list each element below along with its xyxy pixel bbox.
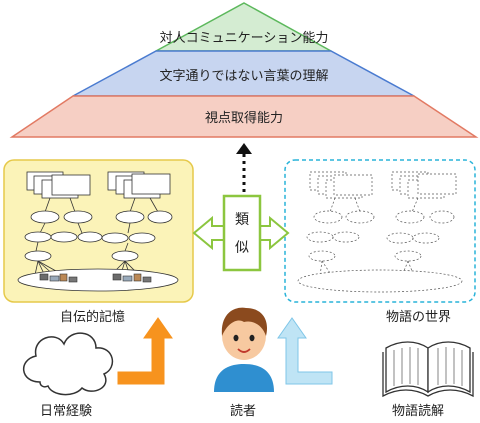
dotted-up-arrowhead [236, 143, 252, 154]
similarity-double-arrow: 類 似 [192, 194, 290, 272]
story-network-left [306, 171, 375, 277]
similarity-char-2: 似 [235, 240, 249, 256]
memory-objects [39, 273, 152, 283]
cloud-icon [23, 332, 114, 396]
memory-network-left [24, 171, 103, 277]
story-network-right [386, 171, 457, 277]
light-blue-arrow-icon [277, 317, 333, 385]
memory-network-right [101, 171, 173, 278]
orange-arrow-icon [117, 317, 173, 385]
reader-label: 読者 [230, 404, 257, 419]
story-world-label: 物語の世界 [386, 310, 452, 325]
book-icon [382, 341, 474, 398]
reader-person-icon [214, 307, 274, 392]
pyramid: 対人コミュニケーション能力 文字通りではない言葉の理解 視点取得能力 [9, 2, 479, 138]
pyramid-top-label: 対人コミュニケーション能力 [160, 31, 329, 46]
story-world-panel [284, 159, 476, 303]
pyramid-middle-label: 文字通りではない言葉の理解 [159, 69, 328, 84]
daily-experience-label: 日常経験 [40, 404, 93, 419]
story-base-ellipse [297, 269, 463, 293]
story-reading-label: 物語読解 [392, 404, 445, 419]
pyramid-tier-bottom [9, 95, 479, 138]
autobiographical-memory-panel [3, 159, 194, 303]
autobiographical-memory-label: 自伝的記憶 [60, 310, 126, 325]
similarity-char-1: 類 [235, 212, 249, 228]
pyramid-bottom-label: 視点取得能力 [205, 110, 283, 126]
